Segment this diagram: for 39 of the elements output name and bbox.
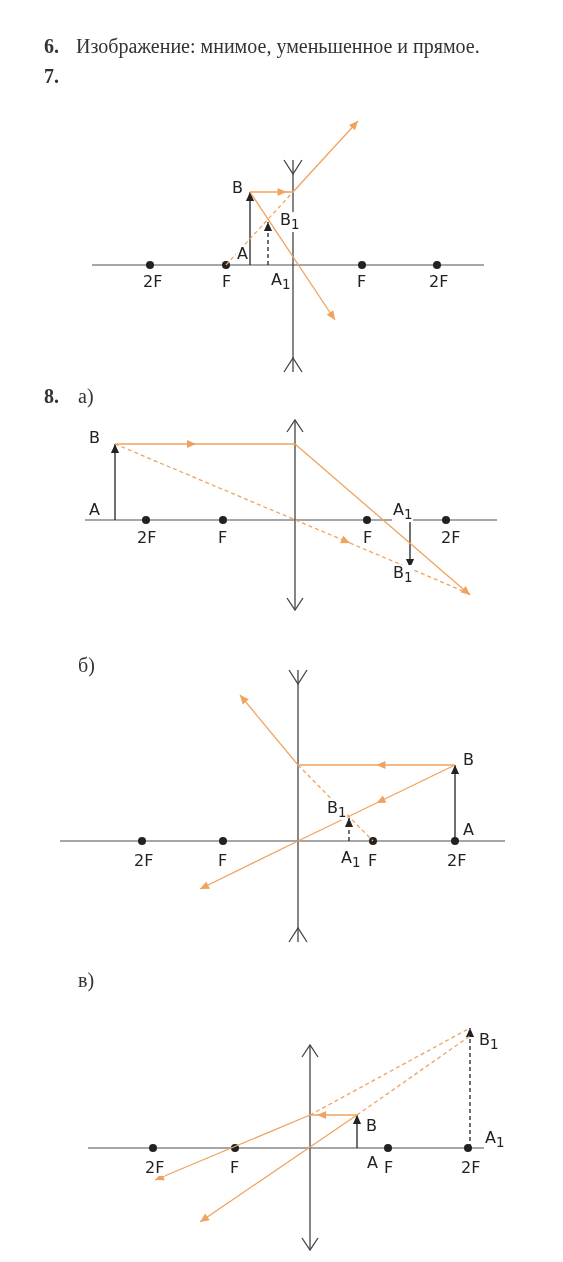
point-label: F (356, 274, 368, 290)
point-label: A$_{1}$ (340, 850, 362, 870)
point-label: F (217, 853, 229, 869)
point-label: 2F (446, 853, 468, 869)
point-label: F (362, 530, 374, 546)
point-label: F (229, 1160, 241, 1176)
problem-number: 6. (44, 36, 59, 56)
point-label: A (88, 502, 101, 518)
part-label: б) (78, 655, 95, 675)
point-label: 2F (133, 853, 155, 869)
point-label: B$_{1}$ (392, 565, 414, 585)
point-label: F (217, 530, 229, 546)
point-label: 2F (428, 274, 450, 290)
part-label: а) (78, 386, 94, 406)
point-label: 2F (460, 1160, 482, 1176)
point-label: B$_{1}$ (279, 212, 301, 232)
point-label: F (383, 1160, 395, 1176)
point-label: A$_{1}$ (392, 502, 414, 522)
point-label: B (231, 180, 244, 196)
point-label: F (221, 274, 233, 290)
point-label: F (367, 853, 379, 869)
point-label: B$_{1}$ (478, 1032, 500, 1052)
point-label: B (365, 1118, 378, 1134)
part-label: в) (78, 970, 95, 990)
point-label: A (236, 246, 249, 262)
problem-number: 7. (44, 66, 59, 86)
point-label: A (366, 1155, 379, 1171)
point-label: 2F (142, 274, 164, 290)
problem-number: 8. (44, 386, 59, 406)
point-label: 2F (440, 530, 462, 546)
point-label: 2F (136, 530, 158, 546)
point-label: A$_{1}$ (484, 1130, 506, 1150)
answer-text: Изображение: мнимое, уменьшенное и прямое. (76, 36, 480, 56)
point-label: A (462, 822, 475, 838)
point-label: B (462, 752, 475, 768)
point-label: B (88, 430, 101, 446)
point-label: A$_{1}$ (270, 272, 292, 292)
point-label: B$_{1}$ (326, 800, 348, 820)
point-label: 2F (144, 1160, 166, 1176)
